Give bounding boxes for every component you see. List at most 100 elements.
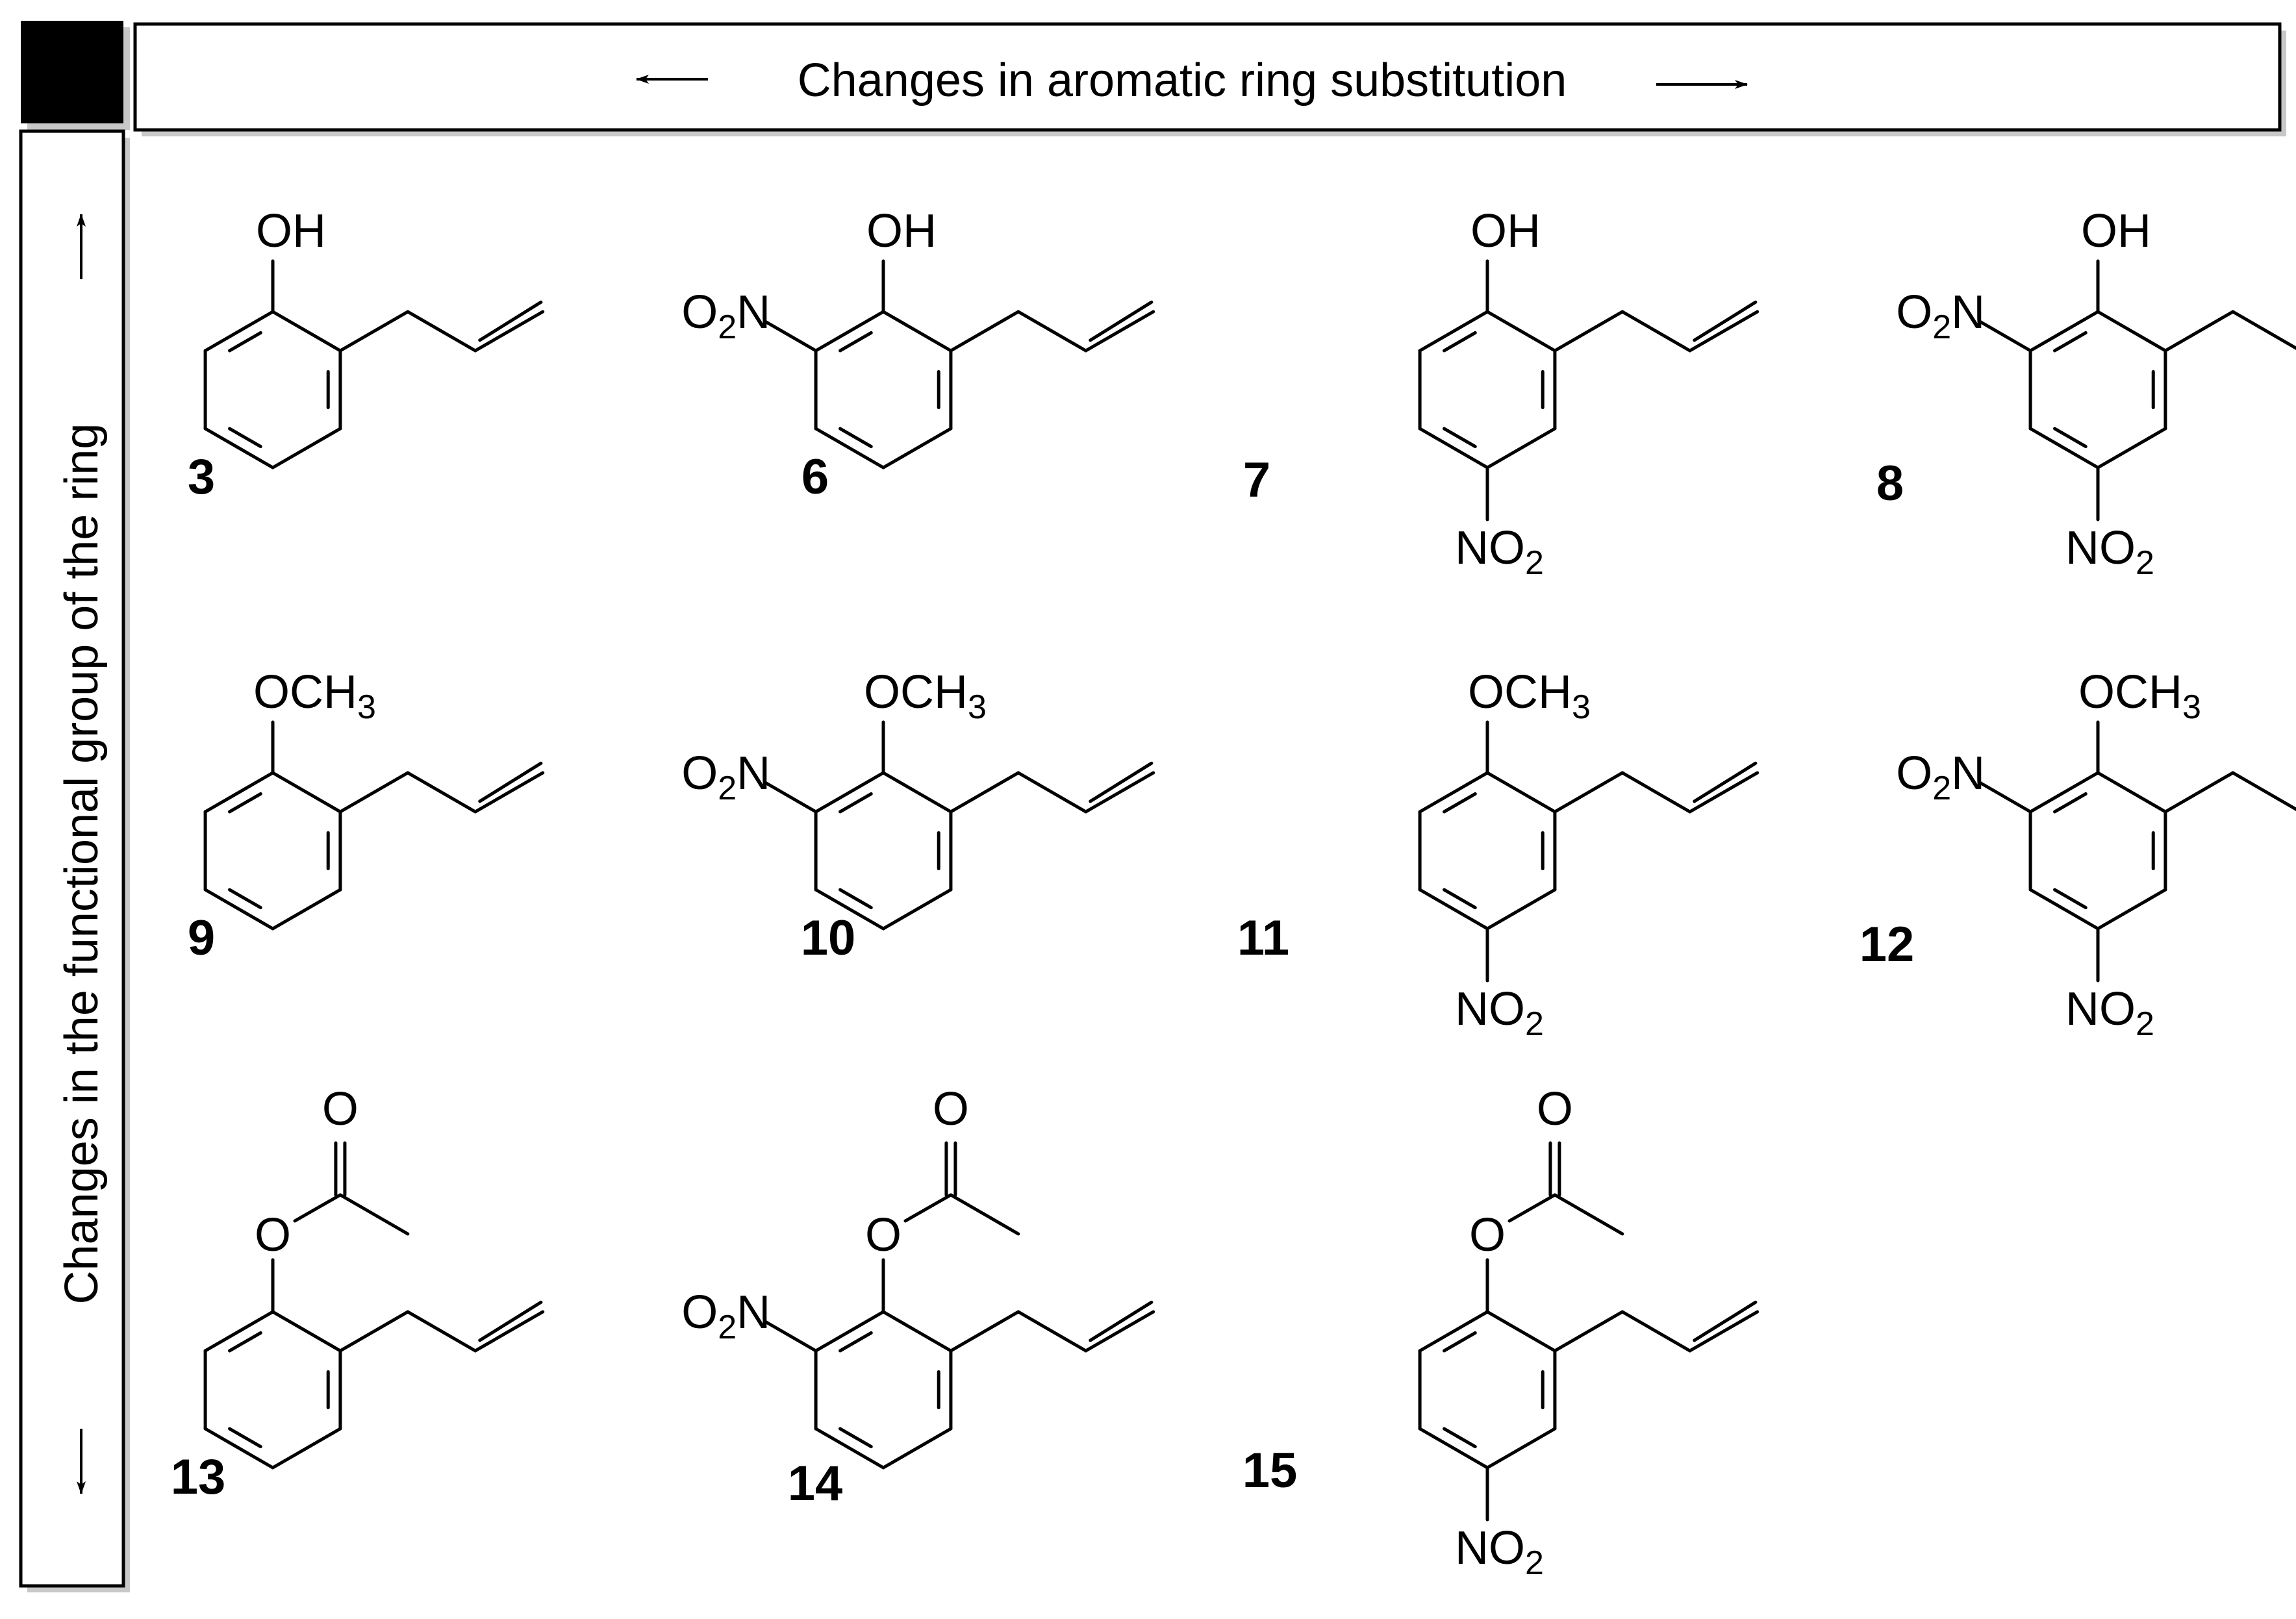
ring-bond bbox=[814, 310, 885, 353]
ring-bond bbox=[881, 771, 953, 814]
ring-double-bond bbox=[839, 792, 873, 814]
allyl-bond bbox=[1688, 1310, 1760, 1353]
ring-double-bond bbox=[839, 427, 873, 449]
nitro-label: O2N bbox=[681, 1286, 770, 1346]
allyl-double-bond bbox=[478, 300, 543, 342]
compound-number: 9 bbox=[188, 910, 215, 966]
ring-bond bbox=[2096, 310, 2167, 353]
nitro-label: NO2 bbox=[2065, 983, 2154, 1043]
methyl-bond bbox=[338, 1193, 410, 1236]
ring-bond bbox=[1485, 771, 1557, 814]
ring-bond bbox=[814, 1310, 885, 1353]
methyl-bond bbox=[1553, 1193, 1624, 1236]
ester-bond bbox=[293, 1193, 342, 1223]
ring-bond bbox=[881, 1427, 953, 1470]
ring-bond bbox=[2028, 771, 2100, 814]
top-label: Changes in aromatic ring substitution bbox=[798, 55, 1567, 107]
ring-bond bbox=[271, 771, 342, 814]
ring-bond bbox=[881, 427, 953, 470]
ring-bond bbox=[1485, 1427, 1557, 1470]
allyl-double-bond bbox=[478, 761, 543, 803]
nitro-bond bbox=[763, 320, 818, 353]
ring-double-bond bbox=[2053, 427, 2088, 449]
allyl-bond bbox=[338, 771, 410, 814]
compound-number: 6 bbox=[801, 449, 829, 505]
ring-bond bbox=[271, 888, 342, 931]
ring-double-bond bbox=[2053, 331, 2088, 353]
allyl-double-bond bbox=[478, 1300, 543, 1342]
allyl-bond bbox=[949, 1310, 1020, 1353]
allyl-bond bbox=[1553, 1310, 1624, 1353]
ring-bond bbox=[203, 427, 275, 470]
allyl-bond bbox=[1688, 310, 1760, 353]
nitro-label: NO2 bbox=[2065, 522, 2154, 582]
allyl-bond bbox=[1084, 771, 1155, 814]
ring-double-bond bbox=[1443, 331, 1477, 353]
compound-9: OCH3 9 bbox=[188, 666, 545, 966]
allyl-bond bbox=[1016, 771, 1088, 814]
nitro-bond bbox=[763, 1320, 818, 1353]
allyl-double-bond bbox=[1089, 761, 1154, 803]
nitro-label: NO2 bbox=[1455, 983, 1544, 1043]
compound-number: 11 bbox=[1237, 910, 1289, 966]
ring-bond bbox=[1418, 1427, 1489, 1470]
ring-bond bbox=[271, 1310, 342, 1353]
corner-block bbox=[21, 21, 123, 123]
ring-bond bbox=[1485, 310, 1557, 353]
allyl-bond bbox=[1621, 771, 1692, 814]
allyl-bond bbox=[1084, 1310, 1155, 1353]
allyl-double-bond bbox=[1693, 761, 1758, 803]
compound-3: OH3 bbox=[188, 205, 545, 505]
ring-bond bbox=[1485, 427, 1557, 470]
ring-bond bbox=[881, 1310, 953, 1353]
ring-bond bbox=[1485, 888, 1557, 931]
methoxy-label: OCH3 bbox=[253, 666, 376, 726]
ring-bond bbox=[203, 888, 275, 931]
ring-double-bond bbox=[228, 888, 262, 910]
ring-double-bond bbox=[2053, 888, 2088, 910]
ring-bond bbox=[2096, 427, 2167, 470]
allyl-bond bbox=[406, 771, 477, 814]
side-label: Changes in the functional group of the r… bbox=[56, 423, 108, 1305]
ring-bond bbox=[814, 1427, 885, 1470]
compound-number: 12 bbox=[1860, 917, 1915, 972]
ester-bond bbox=[903, 1193, 953, 1223]
nitro-label: O2N bbox=[1896, 747, 1985, 807]
nitro-label: O2N bbox=[1896, 286, 1985, 346]
ring-bond bbox=[881, 310, 953, 353]
ring-bond bbox=[814, 427, 885, 470]
ester-o-label: O bbox=[865, 1209, 902, 1261]
nitro-label: O2N bbox=[681, 747, 770, 807]
ring-bond bbox=[1418, 888, 1489, 931]
allyl-bond bbox=[473, 310, 545, 353]
ring-double-bond bbox=[228, 792, 262, 814]
allyl-bond bbox=[2164, 771, 2235, 814]
allyl-bond bbox=[406, 310, 477, 353]
ring-bond bbox=[203, 1310, 275, 1353]
carbonyl-o-label: O bbox=[933, 1083, 969, 1135]
ring-bond bbox=[1418, 310, 1489, 353]
allyl-bond bbox=[338, 1310, 410, 1353]
ring-double-bond bbox=[1443, 1427, 1477, 1449]
allyl-bond bbox=[1016, 310, 1088, 353]
hydroxyl-label: OH bbox=[866, 205, 937, 257]
ring-double-bond bbox=[228, 427, 262, 449]
ring-bond bbox=[203, 310, 275, 353]
ester-o-label: O bbox=[255, 1209, 291, 1261]
methoxy-label: OCH3 bbox=[1468, 666, 1591, 726]
ring-bond bbox=[2028, 888, 2100, 931]
nitro-bond bbox=[1978, 320, 2032, 353]
allyl-bond bbox=[338, 310, 410, 353]
ring-bond bbox=[881, 888, 953, 931]
ring-double-bond bbox=[839, 331, 873, 353]
nitro-label: NO2 bbox=[1455, 1522, 1544, 1582]
ring-double-bond bbox=[839, 1331, 873, 1353]
